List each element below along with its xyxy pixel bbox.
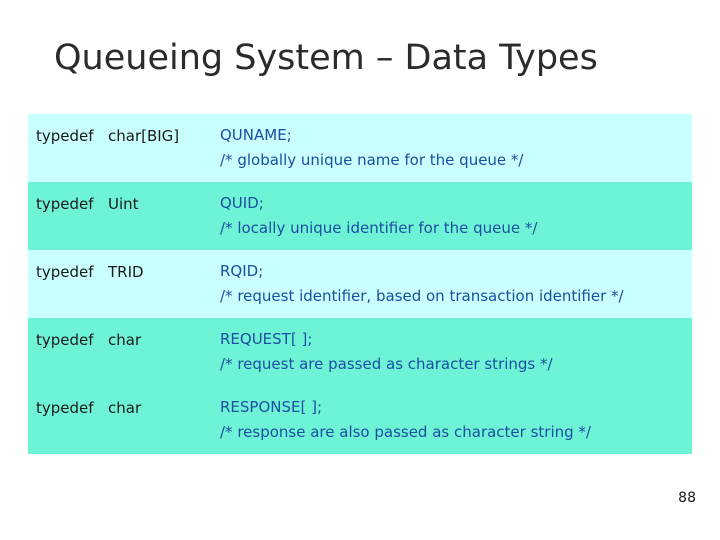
comment: /* globally unique name for the queue */	[220, 151, 524, 169]
page-title: Queueing System – Data Types	[54, 38, 598, 78]
identifier: REQUEST[ ];	[220, 330, 313, 348]
type-description: QUNAME; /* globally unique name for the …	[220, 124, 692, 172]
table-row: typedef char RESPONSE[ ]; /* response ar…	[28, 386, 692, 454]
typedef-keyword: typedef	[36, 263, 94, 281]
identifier: RQID;	[220, 262, 264, 280]
comment: /* locally unique identifier for the que…	[220, 219, 538, 237]
identifier: QUNAME;	[220, 126, 292, 144]
comment: /* response are also passed as character…	[220, 423, 591, 441]
page-number: 88	[678, 490, 696, 506]
type-name: char[BIG]	[108, 127, 180, 145]
type-description: RQID; /* request identifier, based on tr…	[220, 260, 692, 308]
type-description: REQUEST[ ]; /* request are passed as cha…	[220, 328, 692, 376]
type-name: char	[108, 331, 142, 349]
typedef-keyword: typedef	[36, 195, 94, 213]
typedef-keyword: typedef	[36, 127, 94, 145]
typedef-keyword: typedef	[36, 399, 94, 417]
type-name: Uint	[108, 195, 139, 213]
type-description: RESPONSE[ ]; /* response are also passed…	[220, 396, 692, 444]
table-row: typedef TRID RQID; /* request identifier…	[28, 250, 692, 318]
table-row: typedef char REQUEST[ ]; /* request are …	[28, 318, 692, 386]
table-row: typedef Uint QUID; /* locally unique ide…	[28, 182, 692, 250]
type-name: char	[108, 399, 142, 417]
comment: /* request are passed as character strin…	[220, 355, 553, 373]
identifier: QUID;	[220, 194, 264, 212]
table-row: typedef char[BIG] QUNAME; /* globally un…	[28, 114, 692, 182]
comment: /* request identifier, based on transact…	[220, 287, 624, 305]
type-description: QUID; /* locally unique identifier for t…	[220, 192, 692, 240]
type-name: TRID	[108, 263, 144, 281]
identifier: RESPONSE[ ];	[220, 398, 323, 416]
data-types-table: typedef char[BIG] QUNAME; /* globally un…	[28, 114, 692, 454]
typedef-keyword: typedef	[36, 331, 94, 349]
